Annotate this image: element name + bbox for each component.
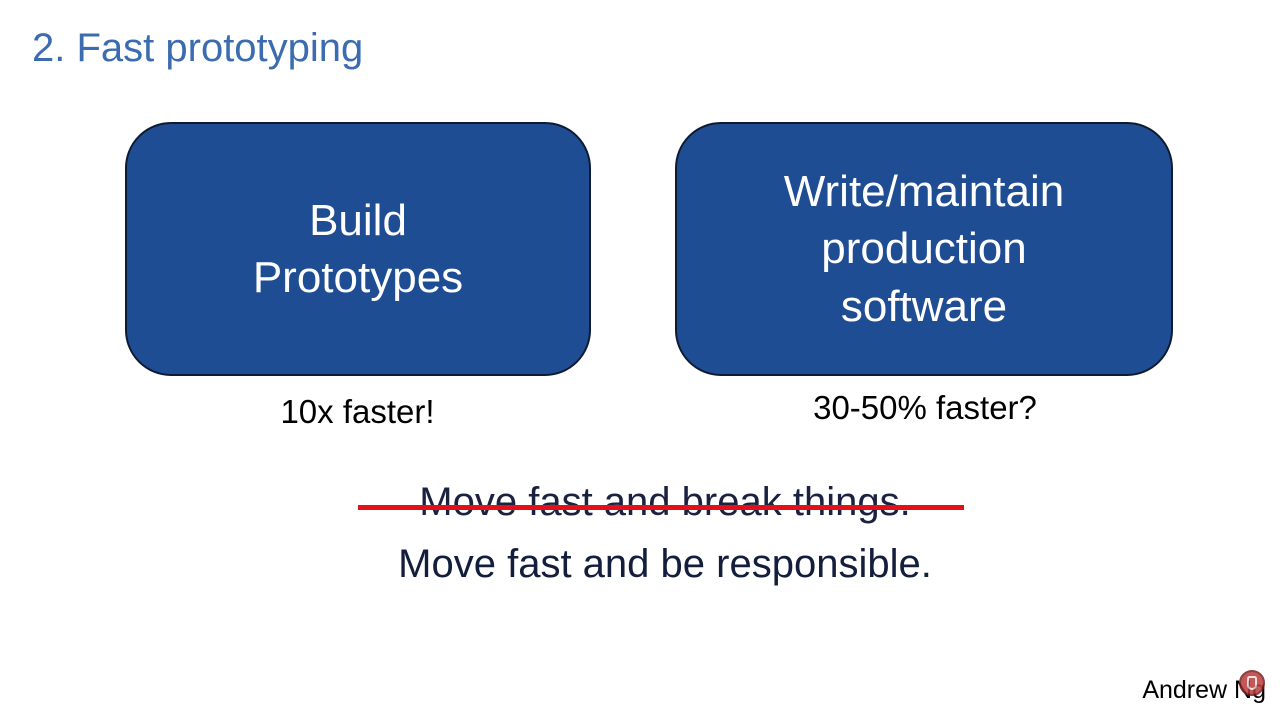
strikethrough-line — [358, 505, 964, 510]
slide-title: 2. Fast prototyping — [32, 26, 364, 70]
box-right-line-2: production — [821, 224, 1027, 274]
production-speed-caption: 30-50% faster? — [813, 389, 1037, 426]
prototype-speed-caption: 10x faster! — [280, 393, 435, 430]
new-motto: Move fast and be responsible. — [398, 542, 932, 586]
production-software-box: Write/maintain production software — [675, 122, 1173, 376]
university-seal-icon — [1239, 670, 1265, 696]
box-right-line-3: software — [840, 281, 1008, 331]
box-left-line-1: Build — [309, 195, 407, 245]
crossed-out-motto-text: Move fast and break things. — [419, 480, 911, 524]
box-right-line-1: Write/maintain — [783, 167, 1065, 217]
crossed-out-motto: Move fast and break things. — [300, 480, 1030, 525]
box-left-line-2: Prototypes — [252, 253, 464, 302]
build-prototypes-box: Build Prototypes — [125, 122, 591, 376]
